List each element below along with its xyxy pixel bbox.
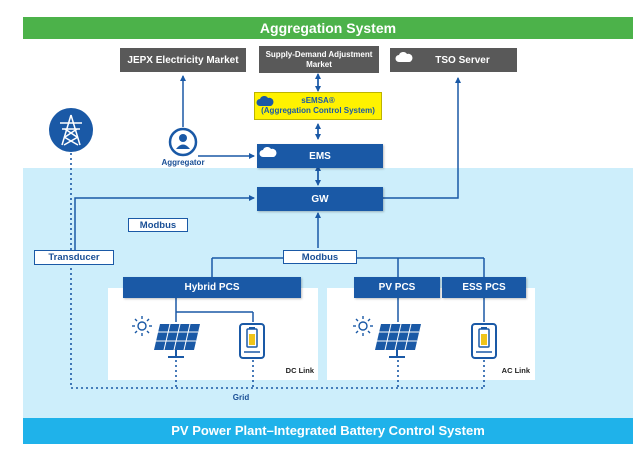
modbus-label-left: Modbus — [128, 218, 188, 232]
battery-icon — [471, 323, 497, 359]
person-icon — [168, 127, 198, 157]
cloud-icon — [395, 51, 413, 62]
semsa-label: sEMSA® — [301, 96, 335, 105]
grid-label: Grid — [232, 393, 250, 402]
ac-link-label: AC Link — [501, 366, 530, 375]
aggregation-system-banner: Aggregation System — [23, 17, 633, 39]
sun-icon — [132, 316, 152, 336]
modbus-label-center: Modbus — [283, 250, 357, 264]
transmission-tower-icon — [49, 108, 93, 152]
gw-label: GW — [311, 193, 329, 205]
ess-pcs-box: ESS PCS — [442, 277, 526, 298]
hybrid-pcs-box: Hybrid PCS — [123, 277, 301, 298]
cloud-icon — [259, 146, 277, 157]
aggregator-label: Aggregator — [161, 158, 205, 167]
ems-box: EMS — [257, 144, 383, 168]
transducer-box: Transducer — [34, 250, 114, 265]
semsa-sublabel: (Aggregation Control System) — [261, 106, 375, 115]
semsa-box: sEMSA® (Aggregation Control System) — [254, 92, 382, 120]
ac-link-panel — [327, 288, 535, 380]
cloud-icon — [256, 95, 274, 106]
battery-icon — [239, 323, 265, 359]
jepx-market-box: JEPX Electricity Market — [120, 48, 246, 72]
jepx-label: JEPX Electricity Market — [127, 54, 239, 66]
sun-icon — [353, 316, 373, 336]
tso-label: TSO Server — [435, 54, 490, 66]
dc-link-label: DC Link — [285, 366, 314, 375]
gw-box: GW — [257, 187, 383, 211]
hybrid-pcs-label: Hybrid PCS — [184, 282, 240, 293]
supply-demand-label-line1: Supply-Demand Adjustment — [265, 49, 373, 59]
pv-pcs-box: PV PCS — [354, 277, 440, 298]
supply-demand-label-line2: Market — [306, 59, 332, 69]
solar-panel-icon — [154, 323, 200, 358]
ems-label: EMS — [309, 150, 331, 162]
dc-link-panel — [108, 288, 318, 380]
solar-panel-icon — [375, 323, 421, 358]
plant-system-banner: PV Power Plant–Integrated Battery Contro… — [23, 418, 633, 444]
supply-demand-market-box: Supply-Demand Adjustment Market — [259, 46, 379, 73]
pv-pcs-label: PV PCS — [378, 282, 416, 293]
ess-pcs-label: ESS PCS — [462, 282, 506, 293]
